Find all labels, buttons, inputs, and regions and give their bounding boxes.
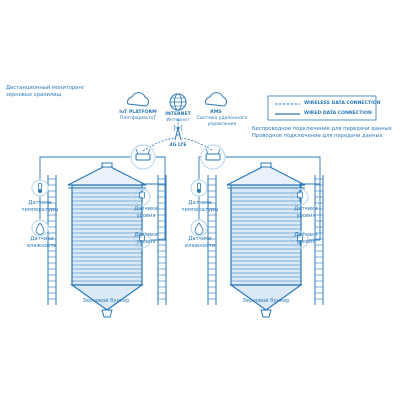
left-level-a-label-2: уровня — [136, 213, 156, 219]
left-hum-label-1: Датчики — [30, 236, 54, 242]
cloud-rms-sub-1: Система удаленного — [196, 116, 248, 121]
right-level-a-label-1: Датчики — [294, 206, 318, 212]
wired-right-temp — [198, 156, 201, 180]
globe-name: INTERNET — [165, 112, 191, 117]
right-temp-label-1: Датчики — [188, 200, 212, 206]
humidity-icon-left — [31, 219, 49, 237]
legend-wired-ru: Проводное подключение для передачи данны… — [252, 133, 383, 139]
right-hum-label-2: влажности — [184, 243, 216, 249]
cloud-rms-sub-2: управления — [207, 122, 237, 127]
router-right-icon — [200, 144, 226, 170]
thermometer-icon-right — [190, 179, 208, 197]
left-temp-label-2: температуры — [21, 207, 59, 213]
left-hum-label-2: влажности — [26, 243, 58, 249]
router-left-icon — [130, 144, 156, 170]
cloud-rms-icon — [205, 92, 227, 107]
wired-left-temp — [39, 156, 131, 180]
cloud-rms-name: RMS — [210, 110, 222, 115]
wireless-link-left — [142, 137, 175, 152]
globe-sub: Интернет — [166, 118, 190, 123]
wireless-link-right — [181, 137, 213, 151]
thermometer-icon-left — [31, 179, 49, 197]
legend-box — [267, 95, 377, 121]
left-silo-caption: Зерновой бункер — [82, 298, 130, 304]
cloud-iot-name: IoT PLATFORM — [119, 110, 157, 115]
right-temp-label-2: температуры — [181, 207, 219, 213]
cell-tower-icon — [173, 124, 183, 141]
legend-wired-en: WIRED DATA CONNECTION — [304, 111, 372, 116]
cloud-iot-sub: Платформа IoT — [119, 116, 157, 121]
left-level-b-label-2: уровня — [136, 239, 156, 245]
legend-wireless-en: WIRELESS DATA CONNECTION — [304, 101, 381, 106]
left-level-a-label-1: Датчики — [134, 206, 158, 212]
title-line-1: Дистанционный мониторинг — [6, 85, 85, 91]
right-level-b-label-2: уровня — [296, 239, 316, 245]
silo-right — [226, 162, 306, 318]
right-silo-caption: Зерновой бункер — [242, 298, 290, 304]
left-temp-label-1: Датчики — [28, 200, 52, 206]
cloud-iot-icon — [127, 92, 149, 107]
right-level-a-label-2: уровня — [296, 213, 316, 219]
wired-right-level-b — [308, 184, 321, 241]
right-hum-label-1: Датчики — [188, 236, 212, 242]
wired-left-level-b — [150, 184, 166, 241]
title-line-2: зерновых хранилищ — [6, 92, 62, 98]
globe-icon — [169, 93, 187, 111]
tower-label: 4G LTE — [169, 143, 187, 148]
humidity-icon-right — [190, 219, 208, 237]
left-level-b-label-1: Датчики — [134, 232, 158, 238]
right-level-b-label-1: Датчики — [294, 232, 318, 238]
legend-wireless-ru: Беспроводное подключение для передачи да… — [252, 126, 392, 132]
